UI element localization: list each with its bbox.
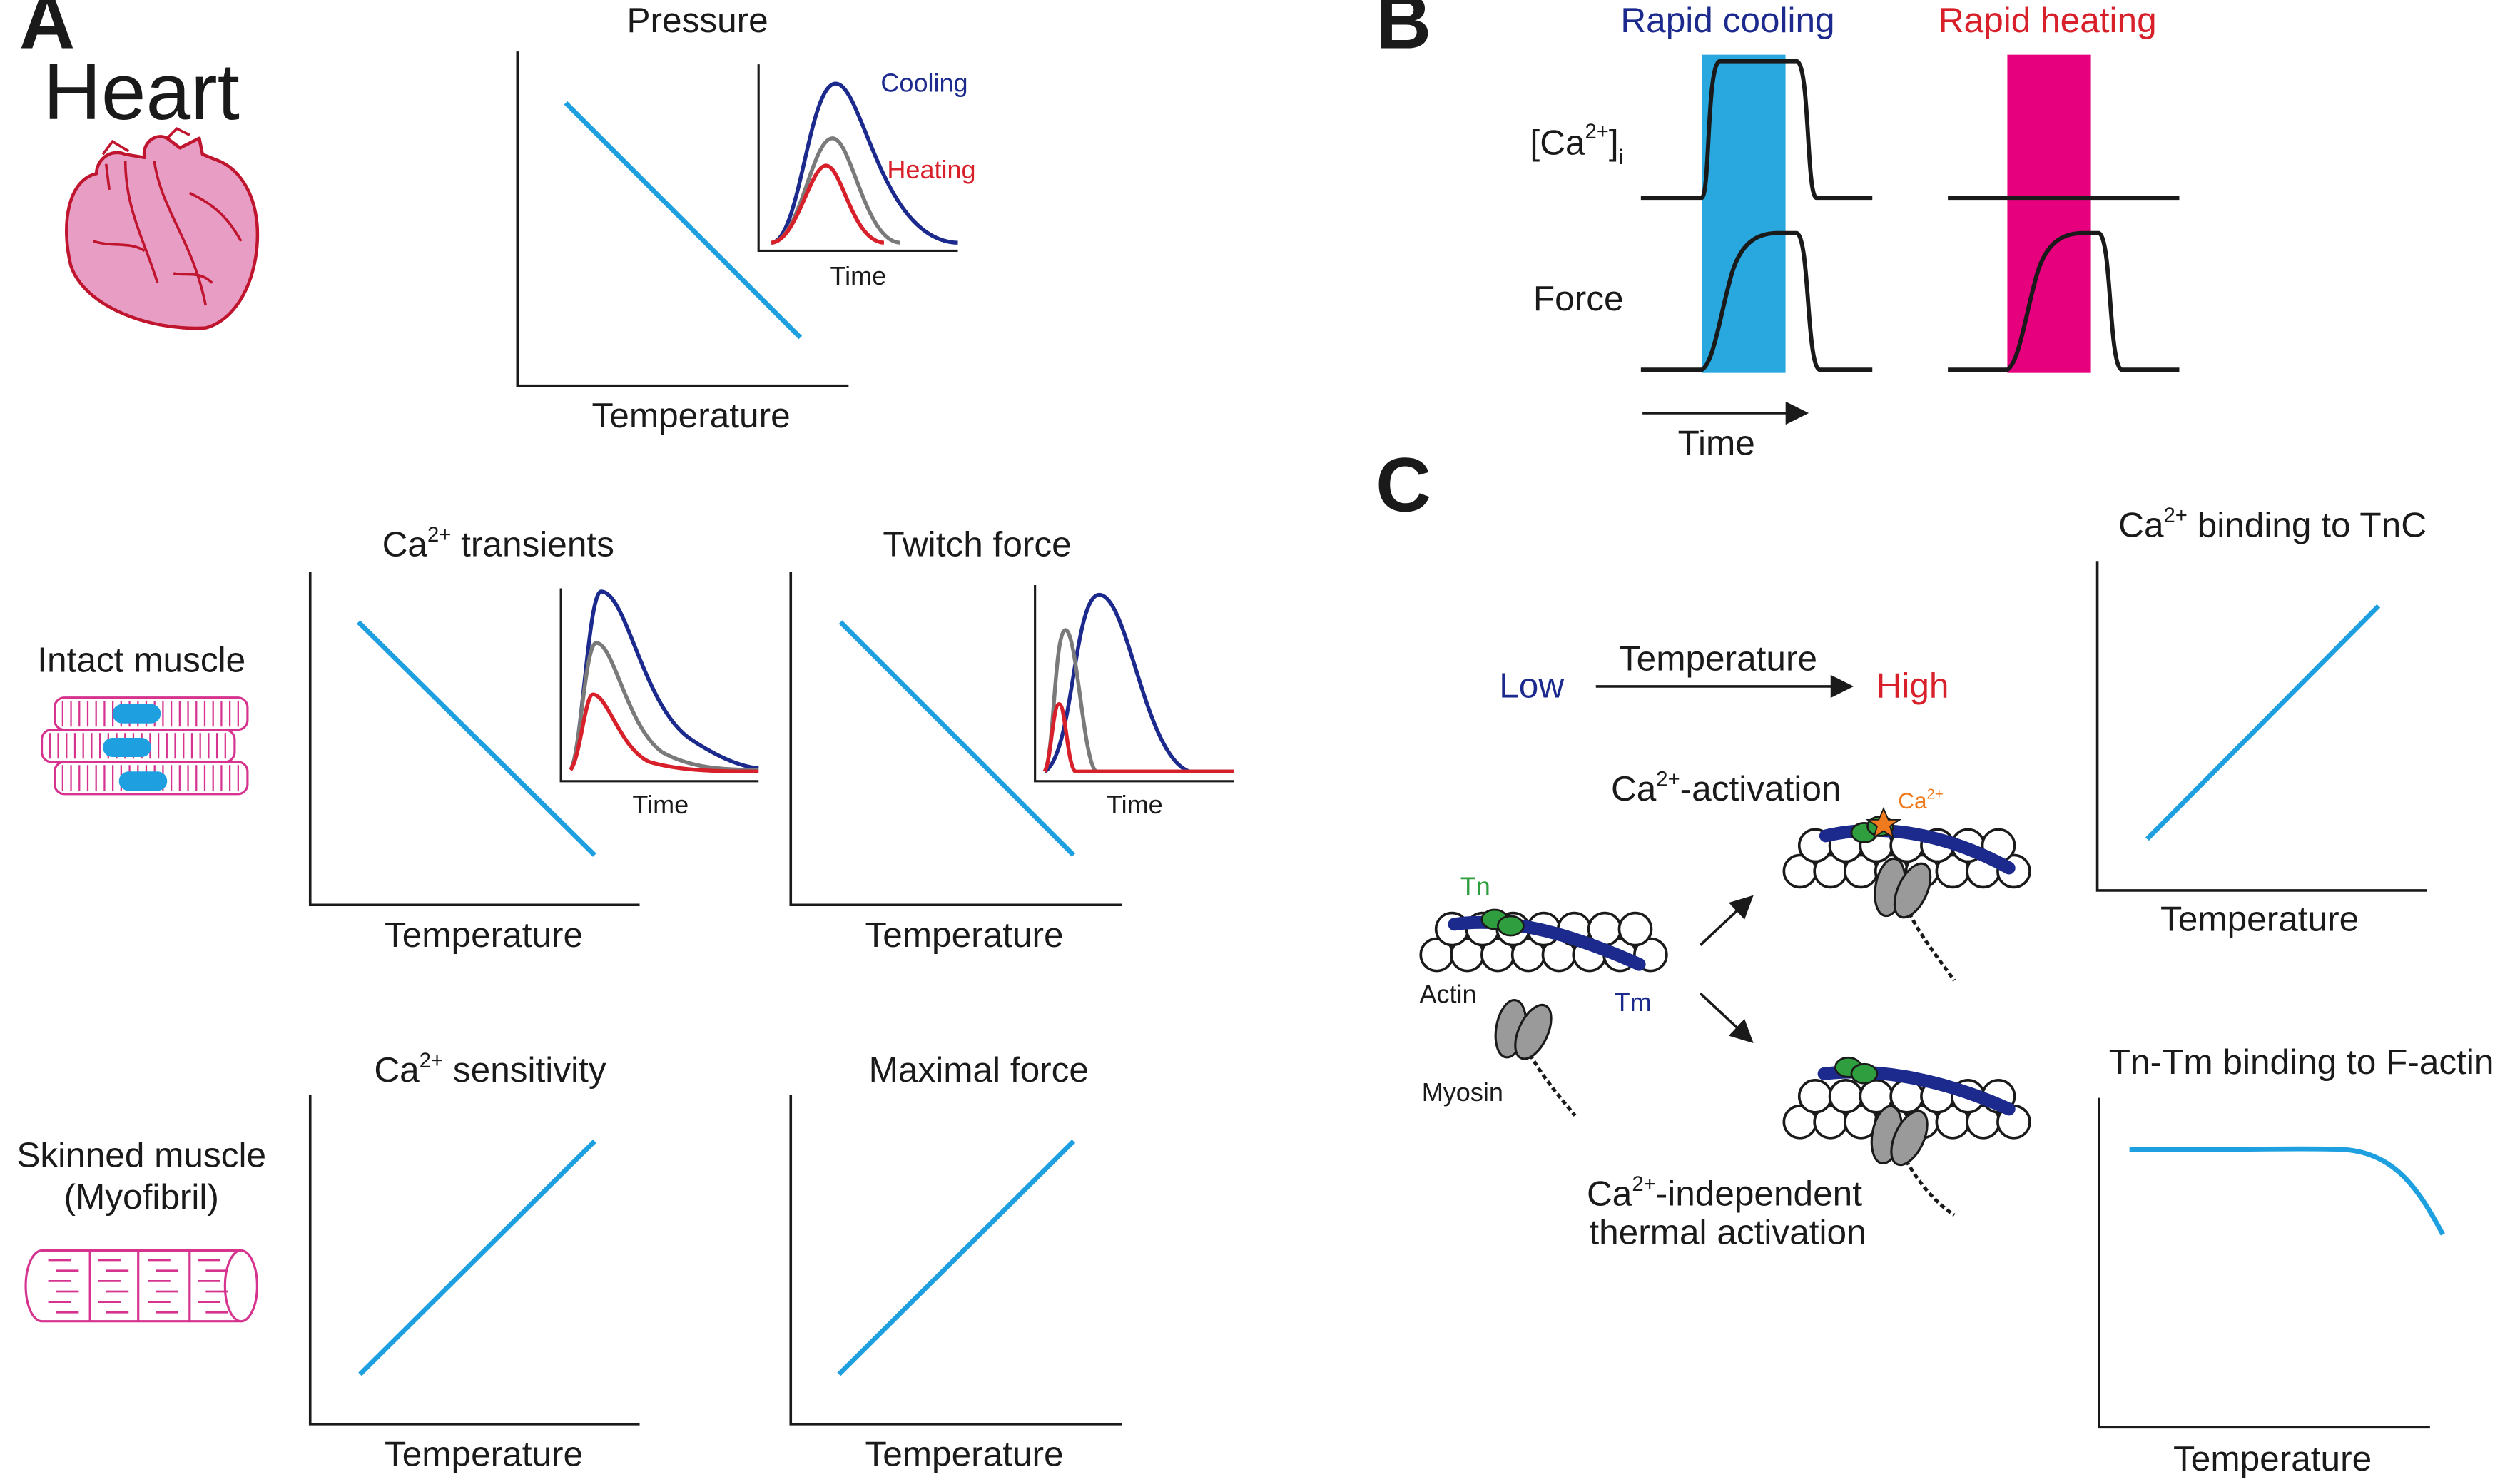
inset-cooling-label: Cooling <box>880 68 967 97</box>
panel-letter-a: A <box>19 0 75 65</box>
calcium-star-icon <box>1865 806 1902 839</box>
panel-letter-b: B <box>1376 0 1431 65</box>
arrow-to-thermal-activation <box>1699 992 1754 1043</box>
inset-ca-heating-curve <box>569 692 759 774</box>
tm-label: Tm <box>1615 988 1652 1017</box>
tn-label: Tn <box>1460 872 1490 901</box>
graph-pressure-xlabel: Temperature <box>592 395 791 435</box>
graph-ca-sensitivity-title: Ca2+ sensitivity <box>374 1049 606 1090</box>
intact-muscle-icon <box>40 696 249 796</box>
force-label: Force <box>1533 278 1624 318</box>
inset-ca-axes <box>559 588 759 783</box>
inset-twitch-neutral-curve <box>1042 628 1234 774</box>
cooling-force-trace <box>1640 230 1873 372</box>
heating-force-trace <box>1948 230 2180 372</box>
low-label: Low <box>1499 666 1564 706</box>
graph-tn-tm-binding-trend-line <box>2129 1146 2445 1236</box>
inset-heating-label: Heating <box>887 155 975 184</box>
graph-twitch-force-axes <box>789 572 1122 907</box>
inset-pressure-xlabel: Time <box>830 261 886 290</box>
graph-ca-transients-trend-line <box>356 620 596 857</box>
cooling-band <box>1702 54 1786 373</box>
myosin-icon <box>1494 999 1577 1117</box>
inset-ca-xlabel: Time <box>632 790 689 819</box>
inset-ca-neutral-curve <box>569 641 759 772</box>
panel-a: A Heart Pressure Temperature Cooling Hea… <box>16 0 1234 1473</box>
graph-tn-tm-binding-xlabel: Temperature <box>2173 1438 2372 1478</box>
graph-ca-sensitivity-xlabel: Temperature <box>385 1433 583 1473</box>
thermal-activated-filament <box>1782 1056 2031 1217</box>
inset-pressure-heating-curve <box>771 163 885 245</box>
thermal-activation-label: thermal activation <box>1589 1212 1866 1252</box>
graph-ca-binding-tnc-trend-line <box>2145 604 2381 841</box>
graph-maximal-force-trend-line <box>837 1139 1076 1376</box>
intact-muscle-label: Intact muscle <box>37 640 245 680</box>
heating-band <box>2007 54 2091 373</box>
graph-ca-sensitivity-trend-line <box>358 1139 596 1376</box>
graph-pressure: Pressure Temperature Cooling Heating Tim… <box>516 0 976 435</box>
graph-twitch-force: Twitch force Temperature Time <box>789 524 1234 955</box>
inset-twitch-heating-curve <box>1042 701 1234 774</box>
graph-twitch-force-xlabel: Temperature <box>865 915 1063 955</box>
graph-pressure-title: Pressure <box>626 0 768 40</box>
inset-twitch-axes <box>1034 585 1234 783</box>
calcium-concentration-label: [Ca2+]i <box>1530 120 1623 169</box>
high-label: High <box>1876 666 1949 706</box>
rapid-cooling-label: Rapid cooling <box>1620 0 1834 40</box>
skinned-muscle-label: Skinned muscle <box>16 1135 266 1174</box>
graph-ca-sensitivity: Ca2+ sensitivity Temperature <box>308 1049 640 1473</box>
cooling-ca-trace <box>1640 59 1873 201</box>
inset-pressure-cooling-curve <box>771 81 958 245</box>
graph-ca-binding-tnc: Ca2+ binding to TnC Temperature <box>2095 504 2427 938</box>
graph-ca-transients-xlabel: Temperature <box>385 915 583 955</box>
graph-maximal-force-axes <box>789 1095 1122 1426</box>
graph-ca-transients-title: Ca2+ transients <box>382 523 614 564</box>
ca-activation-label: Ca2+-activation <box>1611 768 1841 808</box>
graph-pressure-inset: Cooling Heating Time <box>757 64 976 290</box>
graph-tn-tm-binding: Tn-Tm binding to F-actin Temperature <box>2098 1042 2494 1478</box>
graph-ca-transients: Ca2+ transients Temperature Time <box>308 523 759 955</box>
graph-ca-transients-inset: Time <box>559 588 759 819</box>
myofibril-label: (Myofibril) <box>63 1177 218 1217</box>
panel-c: C Low Temperature High Ca2+-activation T… <box>1376 441 2494 1478</box>
graph-pressure-trend-line <box>564 101 803 340</box>
ca-activated-filament <box>1782 806 2031 982</box>
graph-ca-binding-tnc-title: Ca2+ binding to TnC <box>2118 504 2427 544</box>
graph-ca-binding-tnc-axes <box>2095 561 2427 892</box>
panel-letter-c: C <box>1376 441 1431 527</box>
graph-maximal-force: Maximal force Temperature <box>789 1050 1122 1473</box>
heart-label: Heart <box>44 46 240 136</box>
graph-maximal-force-title: Maximal force <box>869 1050 1089 1090</box>
heart-icon <box>65 127 260 330</box>
myofibril-icon <box>24 1249 258 1323</box>
myosin-label: Myosin <box>1422 1077 1503 1107</box>
actin-filament-icon <box>1419 908 1668 973</box>
graph-maximal-force-xlabel: Temperature <box>865 1433 1063 1473</box>
graph-tn-tm-binding-axes <box>2098 1097 2430 1429</box>
graph-ca-binding-tnc-xlabel: Temperature <box>2160 898 2359 938</box>
graph-twitch-force-title: Twitch force <box>883 524 1071 564</box>
inset-pressure-axes <box>757 64 958 253</box>
inset-twitch-xlabel: Time <box>1107 790 1163 819</box>
graph-twitch-force-inset: Time <box>1034 585 1234 819</box>
time-label: Time <box>1678 423 1755 463</box>
graph-tn-tm-binding-title: Tn-Tm binding to F-actin <box>2109 1042 2494 1082</box>
inset-ca-cooling-curve <box>569 589 759 771</box>
graph-ca-sensitivity-axes <box>308 1095 640 1426</box>
temperature-arrow-label: Temperature <box>1619 638 1817 678</box>
panel-b: B Rapid cooling Rapid heating [Ca2+]i Fo… <box>1376 0 2180 463</box>
actin-label: Actin <box>1419 980 1476 1009</box>
inset-twitch-cooling-curve <box>1043 592 1234 774</box>
graph-ca-transients-axes <box>308 572 640 907</box>
graph-pressure-axes <box>516 51 849 387</box>
rapid-heating-label: Rapid heating <box>1939 0 2157 40</box>
ca-independent-label: Ca2+-independent <box>1587 1172 1862 1213</box>
graph-twitch-force-trend-line <box>838 620 1076 857</box>
arrow-to-ca-activation <box>1699 895 1754 946</box>
ca-ion-label: Ca2+ <box>1898 787 1943 814</box>
